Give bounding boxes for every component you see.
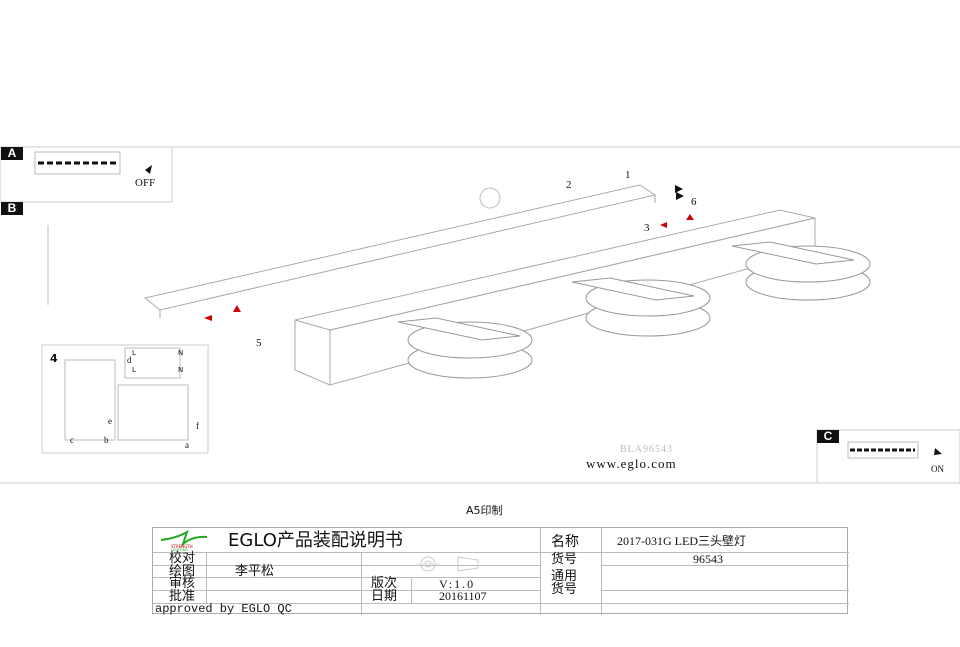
projection-symbol — [416, 556, 479, 572]
wire-label-c: c — [70, 435, 74, 445]
website: www.eglo.com — [586, 456, 677, 471]
version-label: 版次 — [371, 576, 398, 591]
svg-text:LIGHTING: LIGHTING — [171, 548, 188, 552]
lamp-body — [294, 209, 816, 386]
name-label: 名称 — [551, 534, 579, 550]
on-label: ON — [931, 464, 944, 474]
item-no-value: 96543 — [693, 552, 723, 566]
wire-label-l2: L — [132, 366, 136, 374]
step-6: 6 — [691, 196, 697, 208]
wire-label-n2: N — [178, 366, 184, 374]
lamp-heads — [397, 241, 871, 379]
model-code: BLA96543 — [620, 444, 673, 455]
general-item-label: 通用货号 — [551, 569, 578, 597]
drawing-value: 李平松 — [235, 564, 275, 579]
wire-label-n1: N — [178, 349, 184, 357]
proofread-label: 校对 — [169, 551, 196, 566]
wire-label-e: e — [108, 416, 112, 426]
item-no-label: 货号 — [551, 552, 578, 567]
wire-label-f: f — [196, 421, 199, 431]
date-label: 日期 — [371, 589, 398, 604]
switch-diagrams — [34, 151, 919, 459]
step-4: 4 — [50, 352, 58, 365]
review-label: 审核 — [169, 576, 196, 591]
off-label: OFF — [135, 177, 156, 189]
step-5: 5 — [256, 337, 262, 349]
panel-label-b: B — [1, 202, 23, 215]
version-value: V:1.0 — [439, 577, 476, 591]
step-2: 2 — [566, 179, 572, 191]
wire-label-d: d — [127, 355, 132, 365]
name-value: 2017-031G LED三头壁灯 — [617, 534, 746, 548]
date-value: 20161107 — [439, 589, 487, 603]
svg-text:STRENGTH: STRENGTH — [171, 544, 193, 549]
title-block: STRENGTH LIGHTING EGLO产品装配说明书 名称 2017-03… — [152, 527, 849, 616]
drawing-label: 绘图 — [169, 564, 196, 579]
approved-by: approved by EGLO QC — [155, 602, 292, 616]
wire-label-l1: L — [132, 349, 136, 357]
company-logo: STRENGTH LIGHTING — [160, 529, 208, 552]
step-3: 3 — [644, 222, 650, 234]
wall-bracket — [143, 184, 657, 318]
wire-label-a: a — [185, 440, 189, 450]
panel-label-a: A — [1, 147, 23, 160]
step-1: 1 — [625, 169, 631, 181]
panel-label-c: C — [817, 430, 839, 443]
wire-label-b: b — [104, 435, 109, 445]
arrow-marks — [204, 214, 694, 321]
document-title: EGLO产品装配说明书 — [228, 530, 403, 551]
print-note: A5印制 — [466, 504, 503, 517]
approve-label: 批准 — [169, 589, 196, 604]
